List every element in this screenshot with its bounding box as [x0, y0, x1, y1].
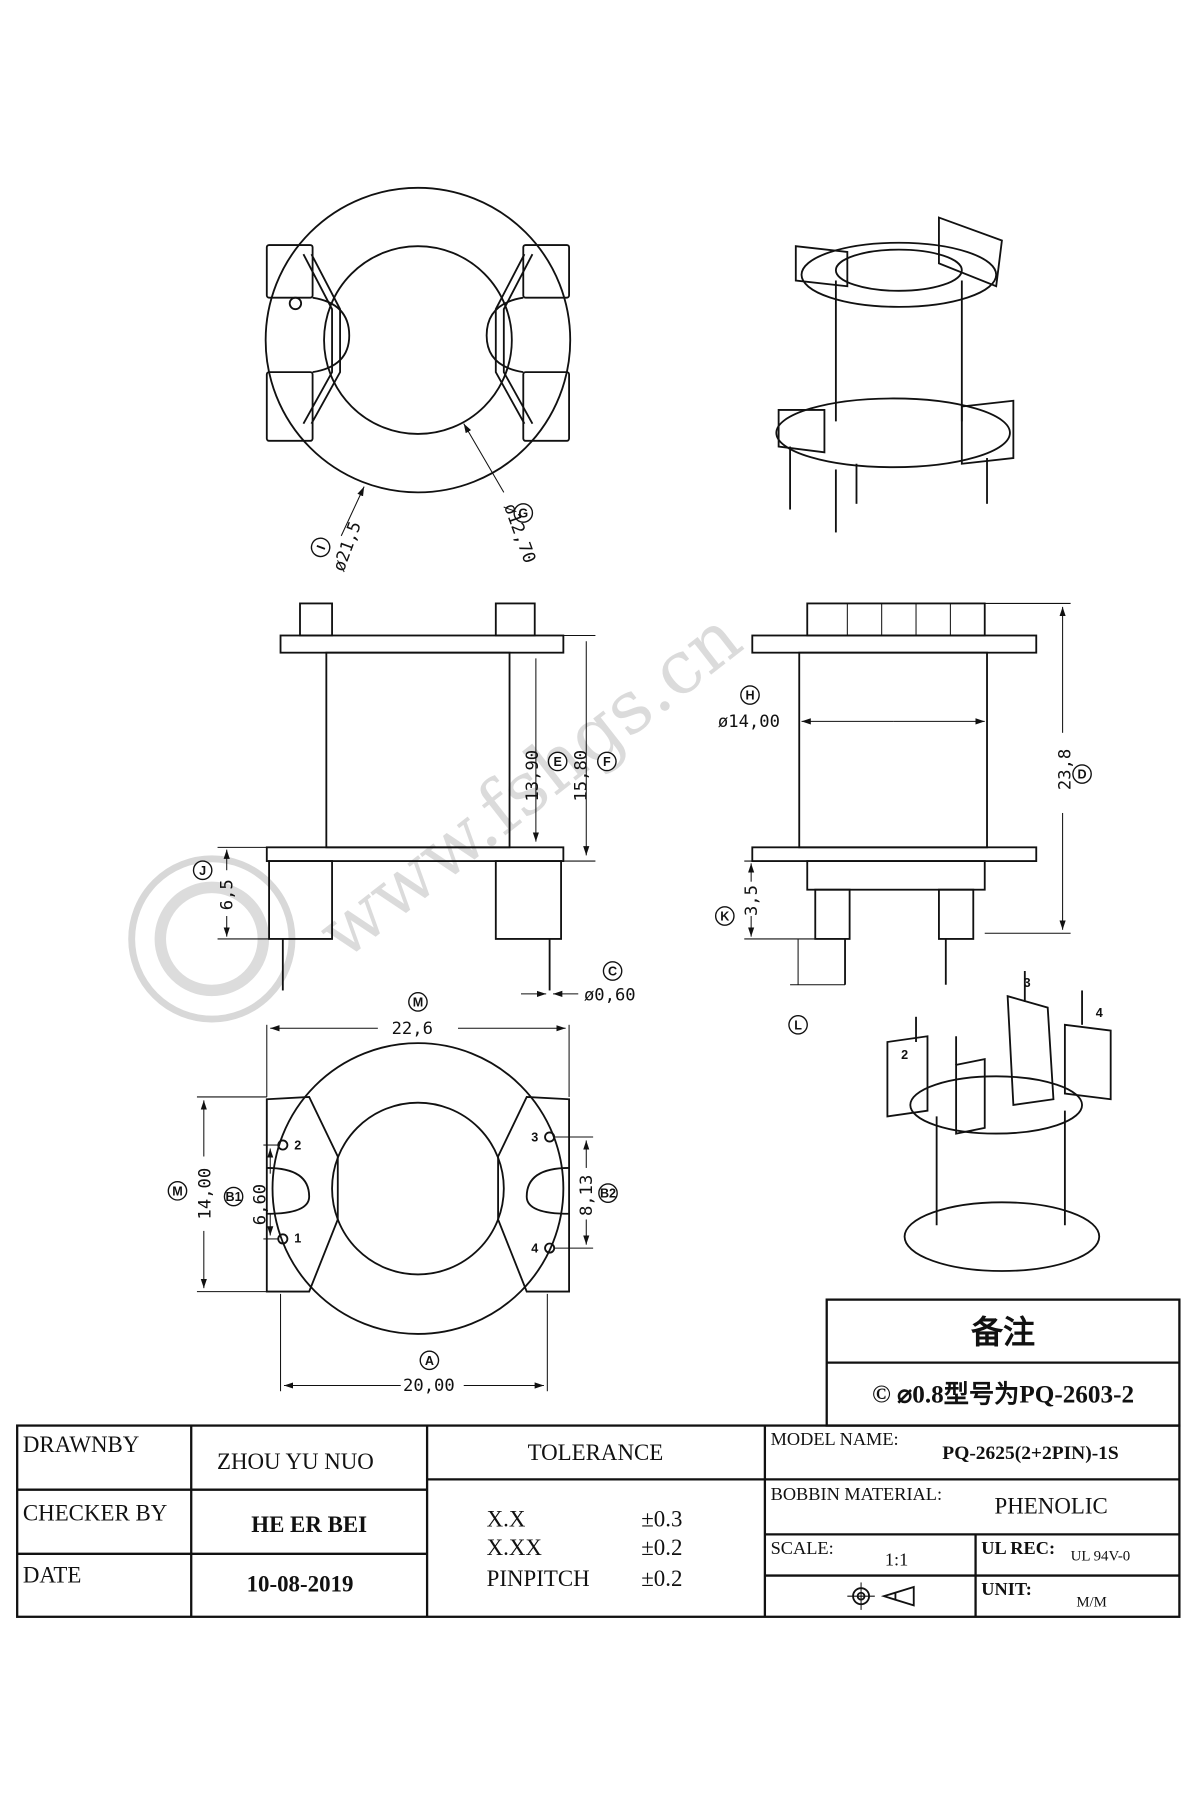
model-name-value: PQ-2625(2+2PIN)-1S [942, 1443, 1118, 1464]
dim-c-value: ø0,60 [584, 986, 636, 1006]
iso-pin-label-3: 3 [1024, 976, 1031, 990]
notes-title: 备注 [971, 1314, 1035, 1350]
iso-pin-label-4: 4 [1096, 1006, 1103, 1020]
checker-value: HE ER BEI [251, 1512, 367, 1537]
dim-tag-e: E [553, 755, 561, 769]
top-view: I ø21,5 G ø12,70 [264, 186, 572, 574]
tolerance-key: PINPITCH [487, 1566, 590, 1591]
dim-d-value: 23,8 [1056, 749, 1076, 790]
bobbin-material-label: BOBBIN MATERIAL: [771, 1484, 942, 1504]
dim-k-value: 3,5 [742, 885, 762, 916]
notes-text: © ⌀0.8型号为PQ-2603-2 [872, 1381, 1134, 1409]
scale-value: 1:1 [885, 1549, 908, 1569]
isometric-view-top [775, 216, 1015, 533]
drawn-by-value: ZHOU YU NUO [217, 1449, 374, 1474]
bottom-view: 1 2 3 4 22,6 M 14,00 M 6,60 B1 8,13 B2 2… [167, 992, 618, 1396]
watermark: www.fshgs.cn [128, 595, 757, 1023]
dim-tag-m-side: M [172, 1184, 182, 1198]
pin-label-2: 2 [294, 1139, 301, 1153]
pin-label-1: 1 [294, 1231, 301, 1245]
ul-rec-label: UL REC: [981, 1538, 1055, 1558]
dim-inner-diameter: ø12,70 [499, 501, 539, 566]
bobbin-material-value: PHENOLIC [995, 1494, 1108, 1519]
projection-symbol-icon [847, 1582, 915, 1610]
tolerance-value: ±0.3 [641, 1506, 682, 1531]
dim-tag-m-top: M [413, 995, 423, 1009]
date-label: DATE [23, 1562, 81, 1587]
checker-label: CHECKER BY [23, 1501, 167, 1526]
dim-f-value: 15,80 [571, 750, 591, 802]
dim-tag-h: H [745, 689, 754, 703]
dim-m-top-value: 22,6 [392, 1019, 433, 1039]
dim-a-value: 20,00 [403, 1376, 455, 1396]
dim-tag-k: K [720, 910, 729, 924]
dim-tag-a: A [425, 1354, 434, 1368]
drawn-by-label: DRAWNBY [23, 1432, 139, 1457]
dim-tag-d: D [1078, 768, 1087, 782]
side-view: H ø14,00 23,8 D 3,5 K L [714, 602, 1092, 1035]
dim-tag-b1: B1 [226, 1190, 242, 1204]
unit-label: UNIT: [981, 1579, 1032, 1599]
unit-value: M/M [1076, 1594, 1107, 1610]
tolerance-label: TOLERANCE [528, 1440, 664, 1465]
model-name-label: MODEL NAME: [771, 1429, 899, 1449]
dim-e-value: 13,90 [523, 750, 543, 802]
pin-label-4: 4 [531, 1242, 538, 1256]
title-block: DRAWNBY ZHOU YU NUO CHECKER BY HE ER BEI… [16, 1424, 1181, 1618]
dim-tag-j: J [199, 864, 206, 878]
dim-j-value: 6,5 [217, 879, 237, 910]
tolerance-value: ±0.2 [641, 1566, 682, 1591]
date-value: 10-08-2019 [247, 1572, 354, 1597]
scale-label: SCALE: [771, 1538, 834, 1558]
front-view: 13,90 E 15,80 F 6,5 J C ø0,60 [192, 602, 636, 1006]
tolerance-value: ±0.2 [641, 1535, 682, 1560]
dim-tag-g: G [518, 507, 528, 521]
notes-box: 备注 © ⌀0.8型号为PQ-2603-2 [825, 1298, 1181, 1427]
dim-m-side-value: 14,00 [196, 1168, 216, 1220]
dim-tag-c: C [608, 965, 617, 979]
tolerance-key: X.X [487, 1506, 526, 1531]
dim-tag-l: L [794, 1018, 802, 1032]
dim-b1-value: 6,60 [251, 1184, 271, 1225]
tolerance-key: X.XX [487, 1535, 543, 1560]
ul-rec-value: UL 94V-0 [1071, 1549, 1131, 1565]
isometric-view-bottom: 2 3 4 [886, 970, 1112, 1272]
dim-b2-value: 8,13 [577, 1175, 597, 1216]
dim-tag-b2: B2 [600, 1187, 616, 1201]
pin-label-3: 3 [531, 1131, 538, 1145]
iso-pin-label-2: 2 [901, 1048, 908, 1062]
dim-tag-f: F [603, 755, 611, 769]
dim-outer-diameter: ø21,5 [329, 519, 365, 574]
dim-tag-i: I [314, 543, 328, 551]
dim-h-value: ø14,00 [718, 712, 780, 732]
